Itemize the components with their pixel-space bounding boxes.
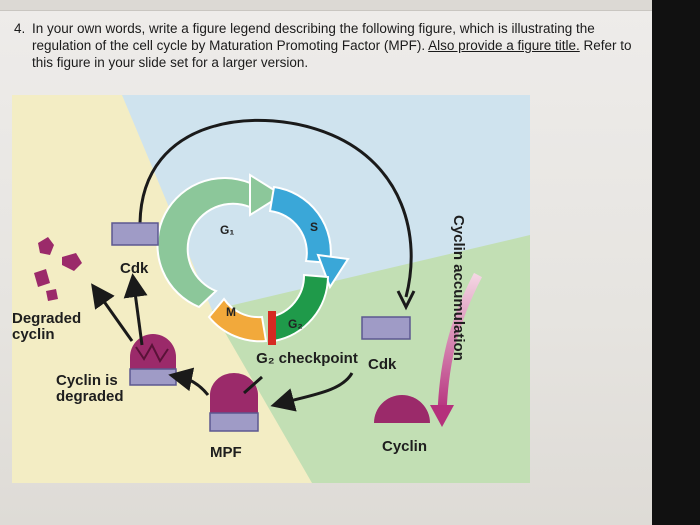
mpf-cell-cycle-figure: G₁ S G₂ M Cdk Degraded cyclin Cyclin is … — [12, 95, 530, 483]
question-text-main: In your own words, write a figure legend… — [32, 21, 595, 53]
s-arrowhead — [316, 253, 350, 290]
background-green — [212, 235, 530, 483]
question-text: In your own words, write a figure legend… — [32, 20, 644, 71]
cdk-top-label: Cdk — [120, 260, 149, 277]
cdk-right-shape — [361, 316, 411, 340]
g1-phase-label: G₁ — [220, 223, 235, 237]
cyclin-fragment — [46, 289, 58, 301]
figure-graphic — [12, 95, 530, 483]
question-underlined-text: Also provide a figure title. — [428, 38, 580, 53]
top-arc-arrow — [138, 118, 413, 298]
cyclin-accumulation-arrowhead — [430, 405, 454, 427]
mpf-arrow-stub — [243, 375, 263, 395]
degradation-jagged-line — [135, 342, 169, 363]
cyclin-fragment — [62, 253, 82, 271]
cyclin-shape — [374, 395, 430, 423]
cdk-top-shape — [111, 222, 159, 246]
degraded-cyclin-label: Degraded cyclin — [12, 310, 82, 343]
g1-arrowhead — [249, 173, 284, 217]
cdk-right-label: Cdk — [368, 356, 397, 373]
g2-checkpoint-label: G₂ checkpoint — [256, 350, 358, 367]
checkpoint-to-mpf-arrow — [270, 372, 354, 412]
g2-phase-label: G₂ — [288, 317, 303, 331]
cyclin-accumulation-arrow — [437, 272, 482, 414]
cyclin-label: Cyclin — [382, 438, 428, 455]
question-text-tail: Refer to this figure in your slide set f… — [32, 38, 632, 70]
cyclin-is-degraded-label: Cyclin is degraded — [56, 372, 124, 405]
g1-phase-segment — [156, 176, 251, 309]
top-arc-arrowhead — [396, 290, 416, 311]
cyclin-fragment — [38, 237, 54, 255]
s-phase-label: S — [310, 220, 319, 234]
cyclin-fragment — [34, 269, 50, 287]
top-strip — [0, 0, 652, 11]
mpf-cyclin-part — [210, 373, 258, 415]
cell-cycle-ring — [156, 173, 350, 345]
mpf-cdk-part — [209, 412, 259, 432]
mpf-label: MPF — [210, 444, 242, 461]
question-number: 4. — [14, 21, 26, 36]
monitor-bezel — [652, 0, 700, 525]
g2-checkpoint-bar — [268, 311, 276, 345]
arrow-to-cdk — [123, 273, 148, 346]
m-phase-segment — [207, 297, 268, 343]
m-phase-label: M — [226, 305, 236, 319]
arrow-to-degraded-cyclin — [91, 283, 134, 342]
cyclin-accumulation-label: Cyclin accumulation — [450, 215, 467, 361]
mpf-to-degradation-arrow — [168, 367, 210, 396]
